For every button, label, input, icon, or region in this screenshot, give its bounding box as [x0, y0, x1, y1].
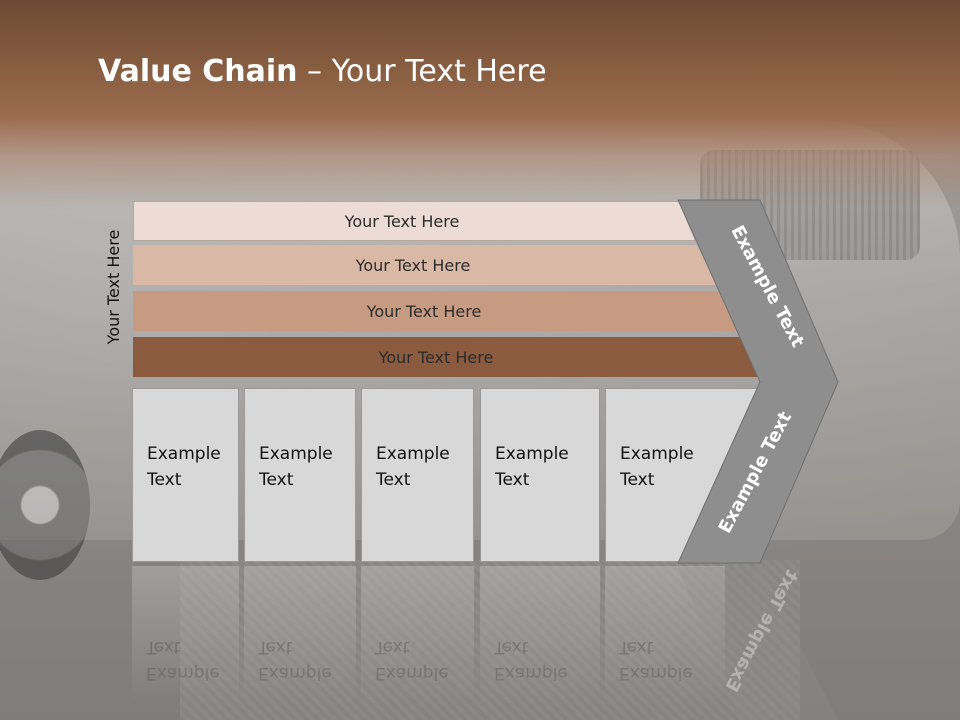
activity-box-1: Example Text [132, 388, 239, 562]
activity-box-2: Example Text [244, 388, 356, 562]
activity-box-3: Example Text [361, 388, 474, 562]
reflection-5-line2: Text [619, 637, 654, 657]
chain-bar-3-label: Your Text Here [366, 301, 482, 321]
reflection-1-line2: Text [146, 637, 181, 657]
activity-box-2-line1: Example [259, 444, 333, 464]
chain-bar-2: Your Text Here [133, 245, 717, 285]
reflection-3-line1: Example [375, 663, 449, 683]
activity-box-1-line2: Text [147, 470, 182, 490]
activity-box-2-reflection: Example Text [244, 566, 356, 706]
reflection-4-line2: Text [494, 637, 529, 657]
activity-box-2-line2: Text [259, 470, 294, 490]
slide-title: Value Chain – Your Text Here [98, 54, 547, 89]
reflection-2-line1: Example [258, 663, 332, 683]
reflection-4-line1: Example [494, 663, 568, 683]
activity-box-3-line1: Example [376, 444, 450, 464]
reflection-2-line2: Text [258, 637, 293, 657]
chain-bar-4-label: Your Text Here [378, 347, 494, 367]
activity-box-5-line2: Text [620, 470, 655, 490]
side-label: Your Text Here [104, 229, 123, 345]
reflection-1-line1: Example [146, 663, 220, 683]
activity-box-3-line2: Text [376, 470, 411, 490]
activity-box-5-line1: Example [620, 444, 694, 464]
activity-box-1-reflection: Example Text [132, 566, 239, 706]
reflection-3-line2: Text [375, 637, 410, 657]
activity-box-4-line1: Example [495, 444, 569, 464]
chain-bar-1: Your Text Here [133, 201, 695, 241]
chain-bar-3: Your Text Here [133, 291, 739, 331]
car-wheel [0, 430, 90, 580]
activity-box-3-reflection: Example Text [361, 566, 474, 706]
header-band [0, 0, 960, 210]
chain-bar-1-label: Your Text Here [344, 211, 460, 231]
slide-title-bold: Value Chain [98, 54, 298, 89]
chain-bar-2-label: Your Text Here [355, 255, 471, 275]
chain-bar-4: Your Text Here [133, 337, 763, 377]
reflection-5-line1: Example [619, 663, 693, 683]
activity-box-5-reflection: Example Text [605, 566, 725, 706]
activity-box-4-reflection: Example Text [480, 566, 600, 706]
floor-pattern [180, 560, 800, 720]
activity-box-4: Example Text [480, 388, 600, 562]
activity-box-4-line2: Text [495, 470, 530, 490]
slide-title-rest: – Your Text Here [297, 54, 547, 89]
activity-box-1-line1: Example [147, 444, 221, 464]
